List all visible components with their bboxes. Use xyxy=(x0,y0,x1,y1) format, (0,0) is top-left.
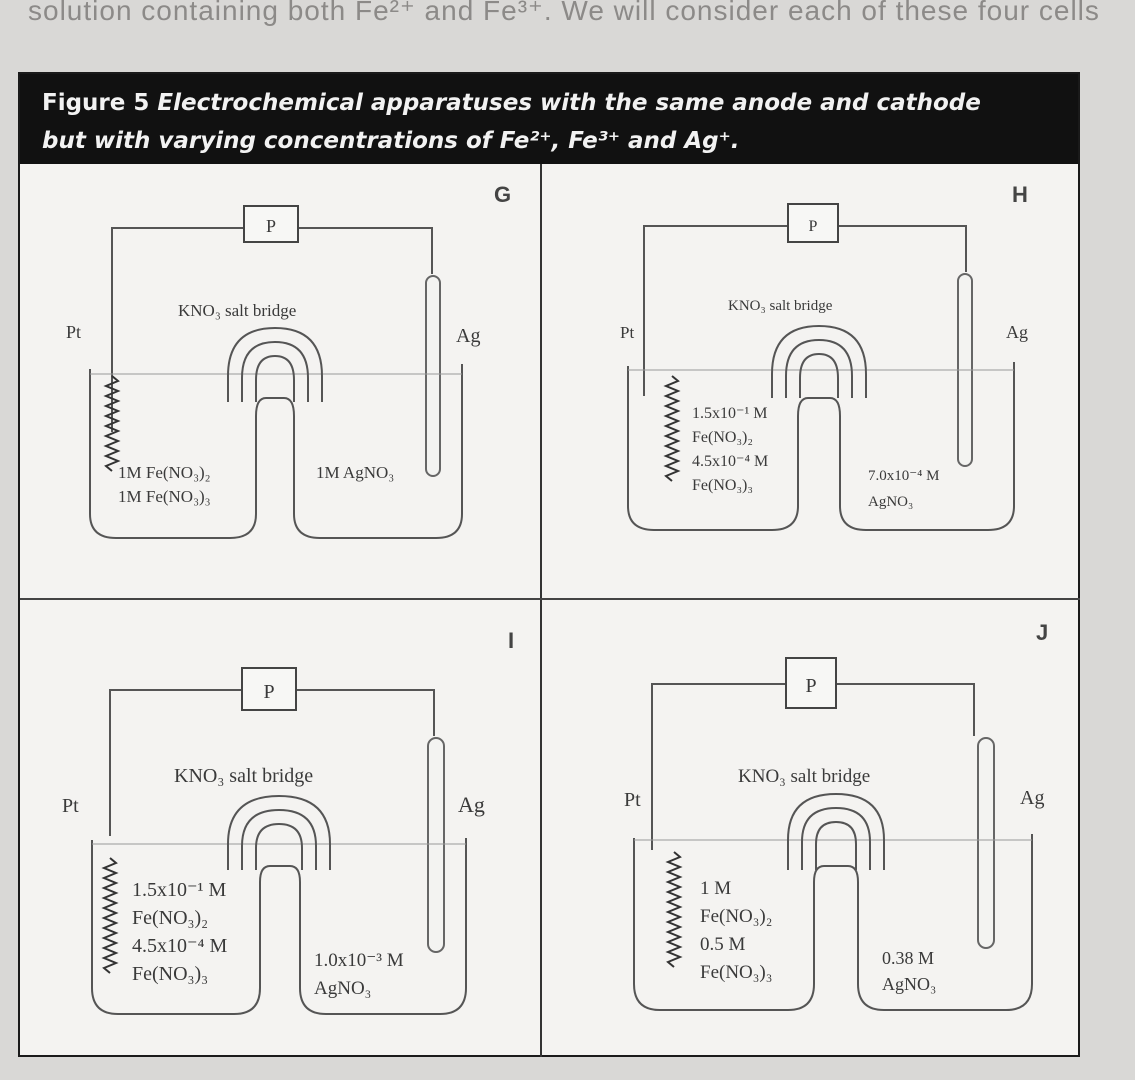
panel-letter: I xyxy=(508,628,514,653)
salt-bridge-label: KNO₃ salt bridge xyxy=(174,765,313,787)
silver-electrode xyxy=(427,737,445,953)
salt-bridge xyxy=(771,324,867,398)
figure-caption: Figure 5 Electrochemical apparatuses with… xyxy=(20,74,1078,164)
platinum-coil xyxy=(103,375,121,472)
apparatus-panel-g: G P Pt Ag KNO₃ salt bridge 1M Fe(NO₃)₂ 1… xyxy=(20,166,540,598)
right-electrode-label: Ag xyxy=(456,325,480,347)
potentiometer-box xyxy=(243,205,299,243)
salt-bridge xyxy=(227,794,331,870)
right-electrode-label: Ag xyxy=(1020,787,1044,809)
salt-bridge xyxy=(227,326,323,402)
figure-caption-line2: but with varying concentrations of Fe²⁺,… xyxy=(42,128,740,154)
figure-caption-lead: Figure 5 xyxy=(42,90,150,116)
silver-electrode xyxy=(425,275,441,477)
right-electrode-label: Ag xyxy=(458,792,485,817)
figure-caption-line1: Electrochemical apparatuses with the sam… xyxy=(157,90,981,116)
platinum-coil xyxy=(665,851,683,968)
left-solution-line-2: Fe(NO₃)₂ xyxy=(692,429,753,446)
page-top-text: solution containing both Fe²⁺ and Fe³⁺. … xyxy=(28,0,1100,26)
left-solution-line-4: Fe(NO₃)₃ xyxy=(700,962,772,983)
potentiometer-label: P xyxy=(805,675,816,697)
left-solution-line-4: Fe(NO₃)₃ xyxy=(692,477,753,494)
right-solution-line-1: 1M AgNO₃ xyxy=(316,463,394,482)
potentiometer-label: P xyxy=(266,216,276,236)
panel-letter: G xyxy=(494,182,511,207)
salt-bridge-label: KNO₃ salt bridge xyxy=(738,766,870,787)
beaker xyxy=(89,364,463,539)
left-solution-line-1: 1M Fe(NO₃)₂ xyxy=(118,463,211,482)
left-electrode-label: Pt xyxy=(624,789,641,811)
left-electrode-label: Pt xyxy=(62,795,79,817)
left-electrode-label: Pt xyxy=(620,323,634,342)
right-solution-line-1: 0.38 M xyxy=(882,948,934,968)
potentiometer-label: P xyxy=(809,218,818,235)
left-solution-line-2: 1M Fe(NO₃)₃ xyxy=(118,487,211,506)
right-electrode-label: Ag xyxy=(1006,322,1028,342)
apparatus-diagram-i: I P Pt Ag KNO₃ salt bridge 1.5x10⁻¹ M Fe… xyxy=(62,628,514,1015)
panel-letter: J xyxy=(1036,620,1048,645)
left-solution-line-4: Fe(NO₃)₃ xyxy=(132,963,208,985)
left-solution-line-2: Fe(NO₃)₂ xyxy=(132,907,208,929)
panel-divider-horizontal xyxy=(20,598,1080,600)
panel-divider-vertical xyxy=(540,164,542,1057)
left-solution-line-3: 4.5x10⁻⁴ M xyxy=(132,935,228,957)
right-solution-line-1: 7.0x10⁻⁴ M xyxy=(868,468,939,484)
left-electrode-label: Pt xyxy=(66,322,81,342)
left-solution-line-1: 1.5x10⁻¹ M xyxy=(132,879,227,901)
apparatus-panel-h: H P Pt Ag KNO₃ salt bridge 1.5x10⁻¹ M Fe… xyxy=(542,166,1080,598)
right-solution-line-2: AgNO₃ xyxy=(314,978,371,999)
panel-letter: H xyxy=(1012,182,1028,207)
apparatus-diagram-h: H P Pt Ag KNO₃ salt bridge 1.5x10⁻¹ M Fe… xyxy=(620,182,1028,531)
left-solution-line-3: 4.5x10⁻⁴ M xyxy=(692,453,768,470)
figure-5: Figure 5 Electrochemical apparatuses with… xyxy=(18,72,1080,1057)
beaker xyxy=(633,834,1033,1011)
platinum-coil xyxy=(101,857,119,974)
left-solution-line-1: 1.5x10⁻¹ M xyxy=(692,405,767,422)
left-solution-line-1: 1 M xyxy=(700,878,731,899)
potentiometer-box xyxy=(241,667,297,711)
right-solution-line-1: 1.0x10⁻³ M xyxy=(314,950,404,971)
apparatus-diagram-g: G P Pt Ag KNO₃ salt bridge 1M Fe(NO₃)₂ 1… xyxy=(66,182,511,539)
salt-bridge xyxy=(787,792,885,870)
beaker xyxy=(627,362,1015,531)
silver-electrode xyxy=(977,737,995,949)
apparatus-panel-j: J P Pt Ag KNO₃ salt bridge 1 M Fe(NO₃)₂ … xyxy=(542,600,1080,1056)
left-solution-line-2: Fe(NO₃)₂ xyxy=(700,906,772,927)
potentiometer-box xyxy=(787,203,839,243)
potentiometer-box xyxy=(785,657,837,709)
salt-bridge-label: KNO₃ salt bridge xyxy=(728,298,833,314)
salt-bridge-label: KNO₃ salt bridge xyxy=(178,301,296,320)
right-solution-line-2: AgNO₃ xyxy=(882,974,936,994)
potentiometer-label: P xyxy=(263,681,274,703)
left-solution-line-3: 0.5 M xyxy=(700,934,746,955)
beaker xyxy=(91,838,467,1015)
apparatus-diagram-j: J P Pt Ag KNO₃ salt bridge 1 M Fe(NO₃)₂ … xyxy=(624,620,1048,1011)
platinum-coil xyxy=(663,375,681,482)
apparatus-panel-i: I P Pt Ag KNO₃ salt bridge 1.5x10⁻¹ M Fe… xyxy=(20,600,540,1056)
right-solution-line-2: AgNO₃ xyxy=(868,494,913,510)
